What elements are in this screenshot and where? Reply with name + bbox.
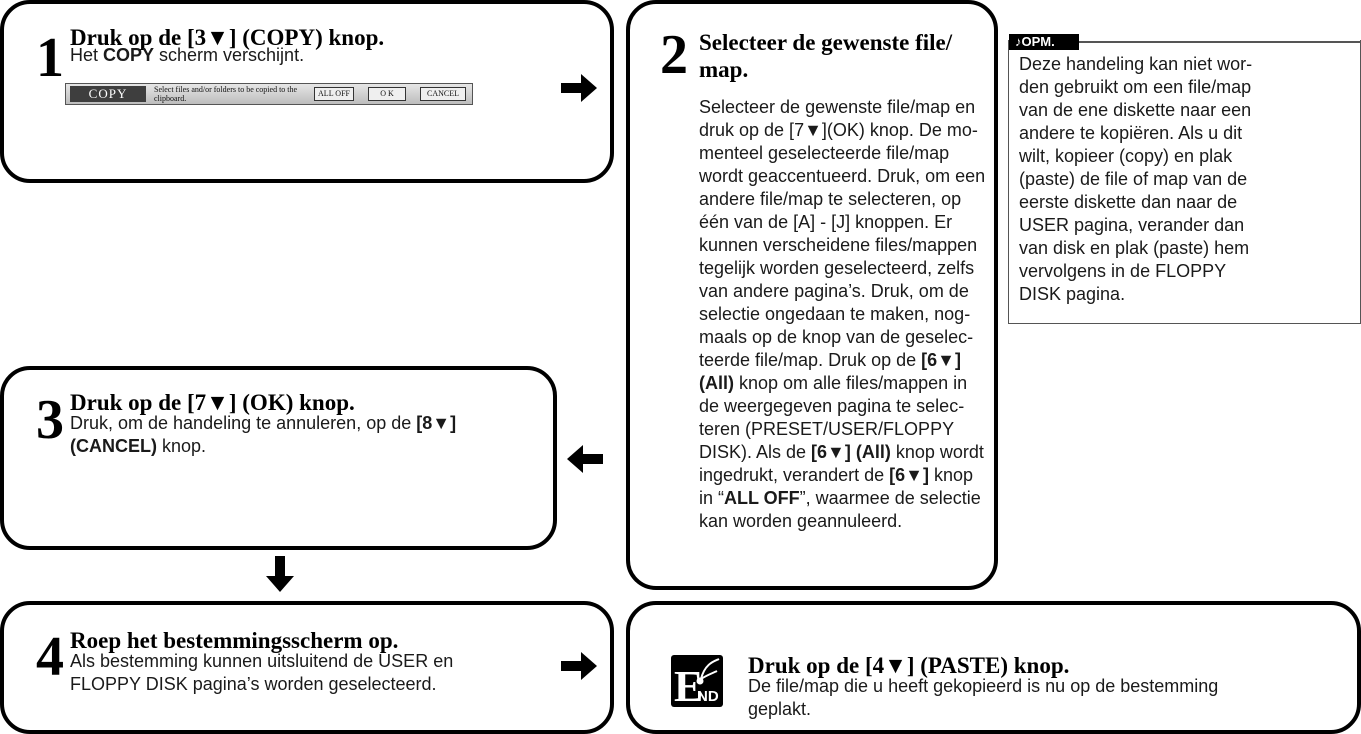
copy-screen-label: COPY — [70, 86, 146, 102]
note-rule — [1079, 41, 1360, 43]
step-1-text: Het COPY scherm verschijnt. — [70, 45, 305, 65]
arrow-right-icon — [561, 652, 597, 680]
end-title: Druk op de [4▼] (PASTE) knop. — [748, 653, 1070, 678]
step-2-text: Selecteer de gewenste file/map en druk o… — [699, 97, 986, 531]
step-4-title: Roep het bestemmingsscherm op. — [70, 628, 399, 653]
copy-screen: COPY Select files and/or folders to be c… — [65, 83, 473, 105]
copy-screen-message: Select files and/or folders to be copied… — [154, 85, 298, 103]
end-text: De file/map die u heeft gekopieerd is nu… — [748, 676, 1219, 719]
arrow-left-icon — [567, 445, 603, 473]
step-3-box — [0, 366, 557, 550]
step-3-text: Druk, om de handeling te annuleren, op d… — [70, 413, 457, 456]
note-text: Deze handeling kan niet wor- den gebruik… — [1019, 54, 1253, 304]
end-box — [626, 601, 1361, 734]
end-icon-letter-e: E — [674, 662, 703, 707]
end-icon-letters-nd: ND — [697, 688, 719, 705]
step-2-title: Selecteer de gewenste file/ map. — [699, 30, 953, 82]
end-icon: E ND — [671, 655, 723, 707]
all-off-button[interactable]: ALL OFF — [314, 87, 354, 101]
step-1-number: 1 — [36, 27, 64, 89]
step-4-box — [0, 601, 614, 734]
note-box: ♪OPM. Deze handeling kan niet wor- den g… — [1008, 34, 1361, 324]
step-4-text: Als bestemming kunnen uitsluitend de USE… — [70, 651, 454, 694]
note-header: ♪OPM. — [1009, 34, 1079, 50]
step-1-title: Druk op de [3▼] (COPY) knop. — [70, 25, 385, 50]
music-note-icon: ♪ — [1015, 34, 1022, 49]
arrow-down-icon — [266, 556, 294, 592]
step-3-number: 3 — [36, 389, 64, 451]
cancel-button[interactable]: CANCEL — [420, 87, 466, 101]
ok-button[interactable]: O K — [368, 87, 406, 101]
arrow-right-icon — [561, 74, 597, 102]
step-2-box — [626, 0, 998, 590]
step-2-number: 2 — [660, 24, 688, 86]
step-4-number: 4 — [36, 626, 64, 688]
step-3-title: Druk op de [7▼] (OK) knop. — [70, 390, 355, 415]
